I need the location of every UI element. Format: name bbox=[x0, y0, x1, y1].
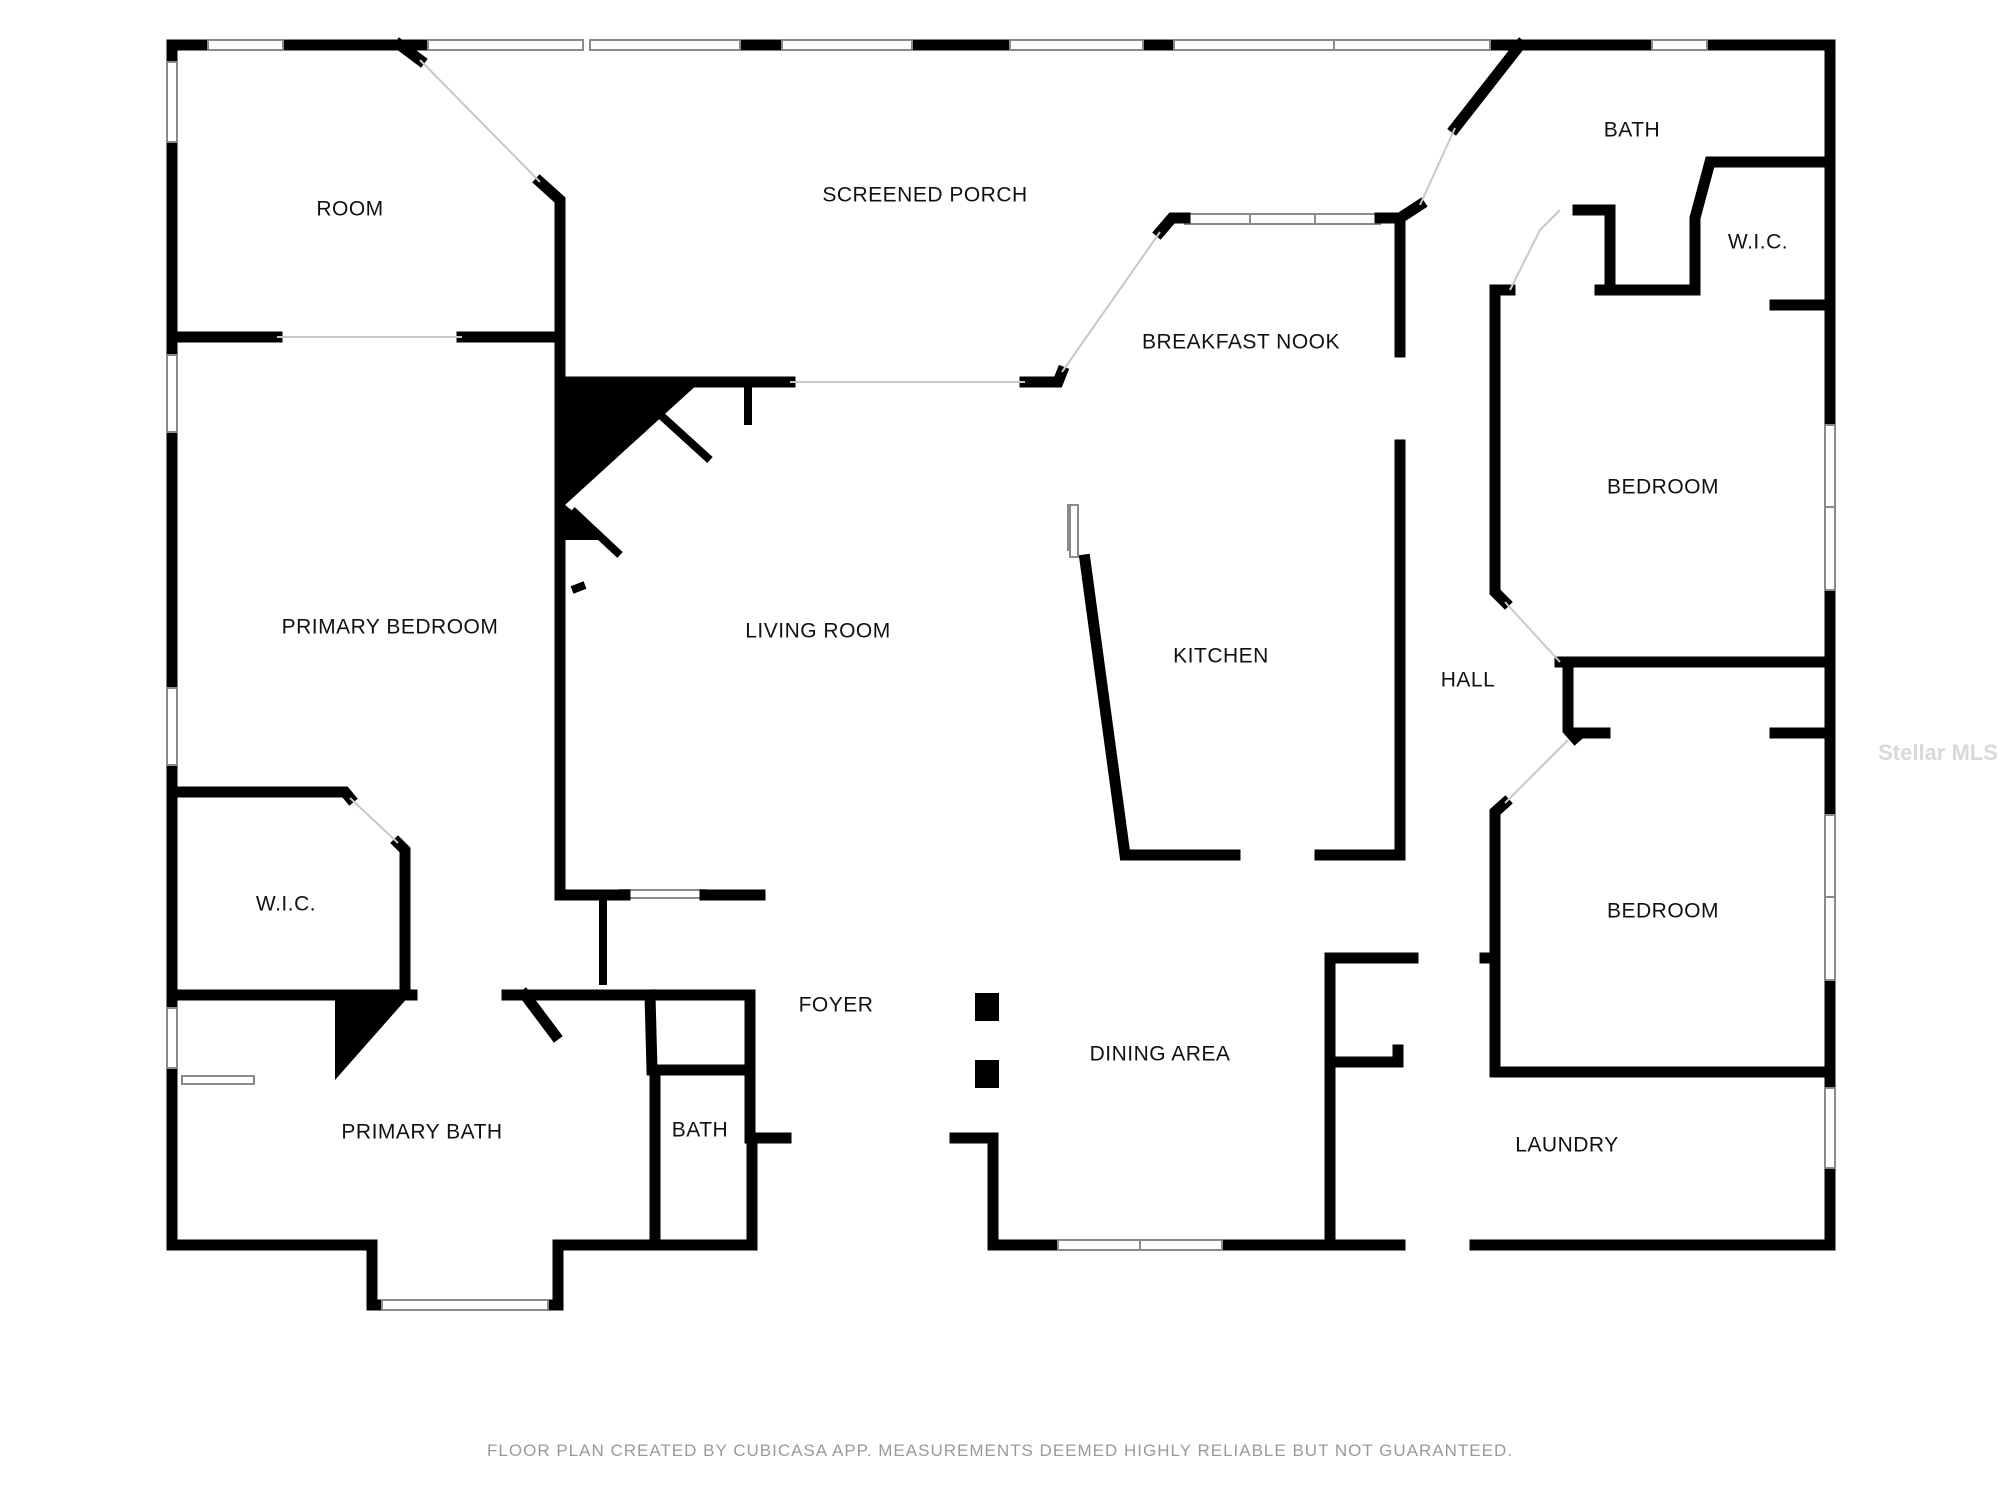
window bbox=[166, 61, 178, 143]
watermark-logo: Stellar MLS bbox=[1878, 740, 1998, 765]
window bbox=[1824, 814, 1836, 898]
window bbox=[1009, 39, 1144, 51]
door-openings bbox=[277, 59, 1569, 844]
room-label-laundry: LAUNDRY bbox=[1515, 1134, 1618, 1157]
closet-fill bbox=[565, 382, 700, 505]
window bbox=[1139, 1239, 1223, 1251]
window bbox=[781, 39, 913, 51]
window bbox=[166, 687, 178, 766]
window bbox=[1824, 896, 1836, 981]
room-label-bedroom-lower: BEDROOM bbox=[1607, 900, 1719, 923]
room-label-screened-porch: SCREENED PORCH bbox=[822, 184, 1027, 207]
exterior-walls bbox=[166, 39, 1836, 1311]
window bbox=[1314, 213, 1381, 225]
window bbox=[1057, 1239, 1141, 1251]
room-label-bath-upper-right: BATH bbox=[1604, 119, 1660, 142]
window bbox=[1249, 213, 1316, 225]
window bbox=[181, 1075, 255, 1085]
window bbox=[1824, 1087, 1836, 1169]
window bbox=[166, 354, 178, 433]
room-label-primary-bedroom: PRIMARY BEDROOM bbox=[282, 616, 499, 639]
room-label-wic-left: W.I.C. bbox=[256, 893, 316, 916]
room-label-bedroom-upper: BEDROOM bbox=[1607, 476, 1719, 499]
window bbox=[207, 39, 284, 51]
room-label-foyer: FOYER bbox=[799, 994, 874, 1017]
window bbox=[1824, 506, 1836, 591]
kitchen-island-end bbox=[1069, 504, 1079, 558]
window bbox=[1173, 39, 1335, 51]
window bbox=[381, 1299, 549, 1311]
window bbox=[1824, 424, 1836, 508]
closet-fill bbox=[565, 505, 610, 540]
room-label-room: ROOM bbox=[316, 198, 383, 221]
column bbox=[975, 993, 999, 1021]
column bbox=[975, 1060, 999, 1088]
window bbox=[166, 1007, 178, 1069]
room-label-kitchen: KITCHEN bbox=[1173, 645, 1269, 668]
room-label-living-room: LIVING ROOM bbox=[745, 620, 891, 643]
window bbox=[1184, 213, 1251, 225]
window bbox=[1651, 39, 1708, 51]
room-label-hall: HALL bbox=[1441, 669, 1496, 692]
footer-disclaimer: FLOOR PLAN CREATED BY CUBICASA APP. MEAS… bbox=[487, 1441, 1513, 1460]
closet-fill bbox=[335, 995, 410, 1080]
room-label-wic-upper-right: W.I.C. bbox=[1728, 231, 1788, 254]
room-label-dining-area: DINING AREA bbox=[1090, 1043, 1231, 1066]
interior-walls bbox=[166, 37, 1836, 1251]
room-label-bath-small: BATH bbox=[672, 1119, 728, 1142]
window bbox=[619, 889, 706, 899]
window bbox=[1333, 39, 1491, 51]
room-labels: ROOM SCREENED PORCH BATH W.I.C. BREAKFAS… bbox=[256, 119, 1788, 1157]
windows bbox=[166, 39, 1836, 1311]
room-label-primary-bath: PRIMARY BATH bbox=[341, 1121, 502, 1144]
window bbox=[427, 39, 584, 51]
window bbox=[589, 39, 741, 51]
room-label-breakfast-nook: BREAKFAST NOOK bbox=[1142, 331, 1340, 354]
